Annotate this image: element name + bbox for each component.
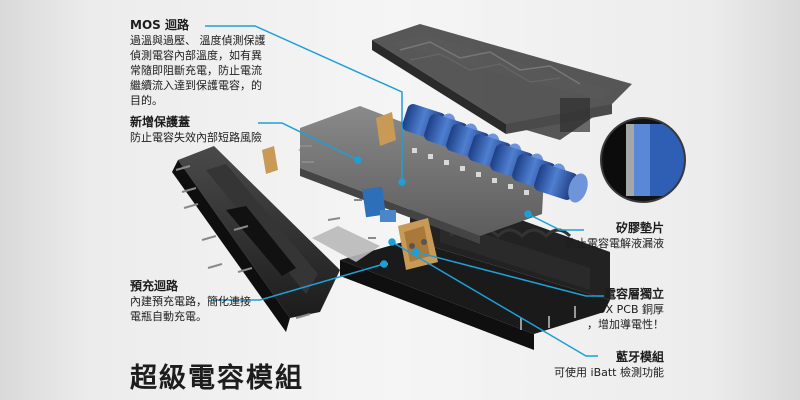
- annotation-title: 新增保護蓋: [130, 115, 191, 129]
- annotation-title: 預充迴路: [130, 279, 179, 293]
- annotation-protective-cover: 新增保護蓋 防止電容失效內部短路風險: [130, 115, 320, 145]
- annotation-bluetooth-module: 藍牙模組 可使用 iBatt 檢測功能: [540, 350, 664, 380]
- annotation-line: 目的。: [130, 94, 163, 107]
- module-title: 超級電容模組: [130, 363, 304, 394]
- annotation-title: 矽膠墊片: [615, 221, 664, 235]
- annotation-line: 偵測電容內部溫度，如有異: [130, 49, 262, 62]
- pcb-board: [300, 106, 544, 244]
- side-cover: [172, 146, 340, 332]
- annotation-precharge-circuit: 預充迴路 內建預充電路，簡化連接 電瓶自動充電。: [130, 279, 320, 324]
- annotation-line: 常隨即阻斷充電，防止電流: [130, 64, 262, 77]
- annotation-line: 可使用 iBatt 檢測功能: [554, 366, 664, 379]
- annotation-title: 藍牙模組: [615, 350, 664, 364]
- annotation-line: 2.5X PCB 銅厚: [588, 303, 664, 316]
- leader-lines: [205, 25, 604, 357]
- annotation-line: 電瓶自動充電。: [130, 310, 207, 323]
- annotation-line: 繼續流入達到保護電容，的: [130, 79, 262, 92]
- silicone-pad-zoom: [600, 117, 686, 203]
- annotation-line: 過溫與過壓、 溫度偵測保護: [130, 34, 266, 47]
- annotation-mos-circuit: MOS 迴路 過溫與過壓、 溫度偵測保護 偵測電容內部溫度，如有異 常隨即阻斷充…: [130, 18, 320, 108]
- annotation-line: 防止電容失效內部短路風險: [130, 131, 262, 144]
- capacitor-row: [402, 104, 588, 203]
- bluetooth-module-part: [362, 186, 396, 222]
- annotation-title: MOS 迴路: [130, 18, 189, 32]
- annotation-title: 電容層獨立: [603, 287, 664, 301]
- annotation-independent-layer: 電容層獨立 2.5X PCB 銅厚 ，增加導電性！: [560, 287, 664, 332]
- annotation-line: ，增加導電性！: [587, 318, 664, 331]
- annotation-silicone-pad: 矽膠墊片 防止電容電解液漏液: [530, 221, 664, 251]
- annotation-line: 防止電容電解液漏液: [565, 237, 664, 250]
- top-lid: [372, 24, 632, 140]
- annotation-line: 內建預充電路，簡化連接: [130, 295, 251, 308]
